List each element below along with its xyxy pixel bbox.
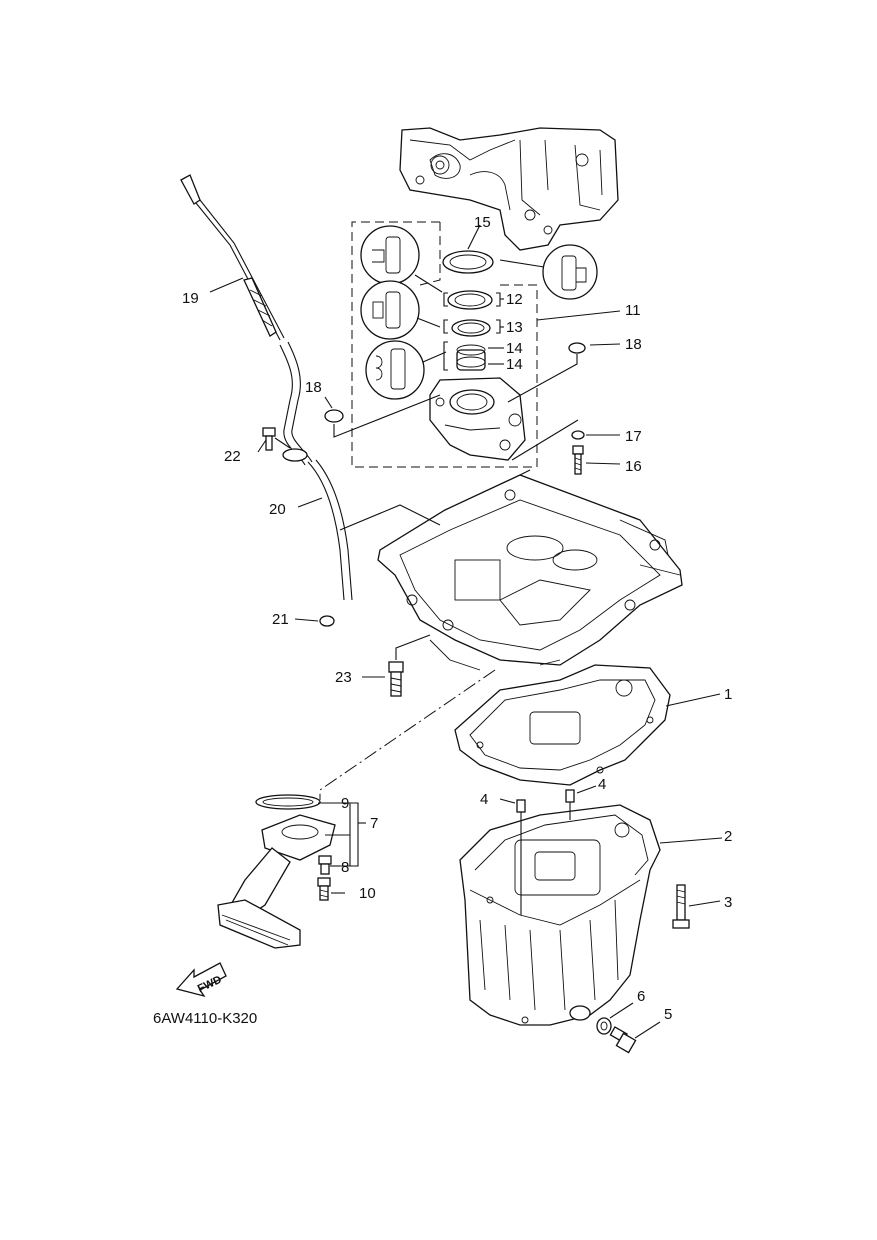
callout-14: 14 [506,356,523,373]
callout-13: 13 [506,319,523,336]
engine-block-drawing [399,127,619,251]
seal-lip-detail-bubbles [360,225,598,400]
callout-23: 23 [335,669,352,686]
callout-4: 4 [480,791,488,808]
callout-16: 16 [625,458,642,475]
callout-8: 8 [341,859,349,876]
assembly-chain-line [319,669,496,800]
upper-casing-drawing [339,469,683,671]
diagram-code: 6AW4110-K320 [153,1010,257,1027]
dowel-pins-4 [499,785,597,915]
callout-10: 10 [359,885,376,902]
callout-3: 3 [724,894,732,911]
dipstick-and-guide-drawing [180,174,353,627]
callout-6: 6 [637,988,645,1005]
callout-18: 18 [625,336,642,353]
callout-4: 4 [598,776,606,793]
callout-17: 17 [625,428,642,445]
seals-and-housing-drawing [429,250,526,461]
gasket-1-drawing [454,664,721,786]
drain-bolt-5-washer-6 [596,1002,661,1054]
callout-9: 9 [341,795,349,812]
callout-11: 11 [625,302,641,319]
callout-1: 1 [724,686,732,703]
callout-21: 21 [272,611,289,628]
bolt-3-drawing [672,884,721,929]
callout-15: 15 [474,214,491,231]
bolt-16-washer-17 [511,419,621,475]
oil-pump-assembly-box [351,221,538,468]
callout-2: 2 [724,828,732,845]
callout-19: 19 [182,290,199,307]
fwd-direction-arrow: FWD [175,962,227,998]
oil-pan-2-drawing [459,804,723,1026]
callout-5: 5 [664,1006,672,1023]
callout-20: 20 [269,501,286,518]
callout-12: 12 [506,291,523,308]
callout-22: 22 [224,448,241,465]
callout-brackets-upper [443,224,621,371]
callout-14: 14 [506,340,523,357]
callout-7: 7 [370,815,378,832]
callout-numbers: 1 2 3 4 4 5 6 7 8 9 10 11 12 13 14 14 15… [182,214,732,1023]
part-23-drawing [362,634,431,697]
oil-strainer-assembly-drawing [217,794,366,949]
o-rings-18 [324,342,621,438]
callout-18: 18 [305,379,322,396]
